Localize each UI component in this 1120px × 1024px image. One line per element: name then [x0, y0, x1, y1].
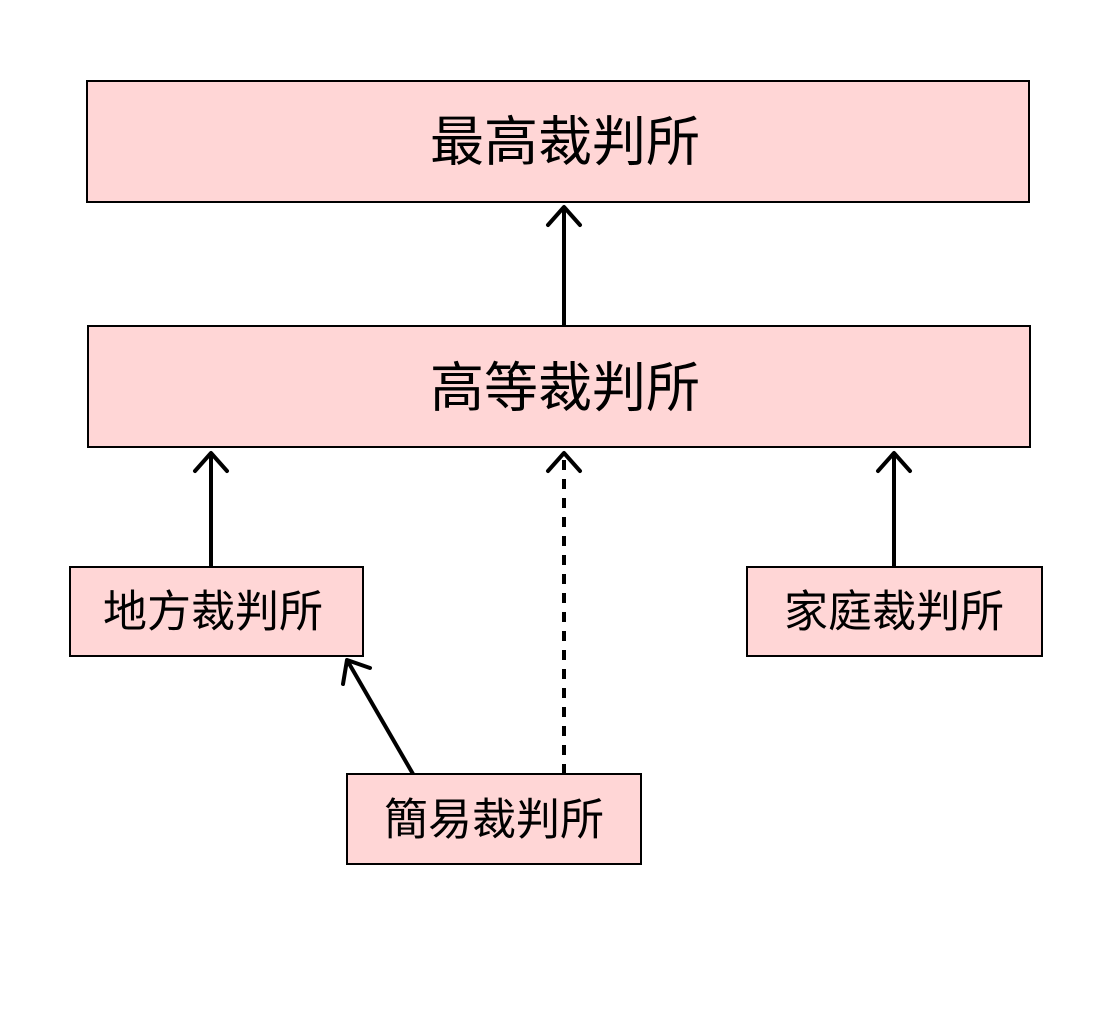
edge-summary-to-high [546, 451, 582, 774]
node-family-court-label: 家庭裁判所 [784, 587, 1004, 638]
node-high-court: 高等裁判所 [87, 325, 1031, 448]
node-district-court: 地方裁判所 [69, 566, 364, 657]
edge-district-to-high [193, 451, 229, 567]
node-high-court-label: 高等裁判所 [430, 357, 700, 420]
edge-summary-to-district [341, 658, 415, 776]
node-district-court-label: 地方裁判所 [103, 587, 323, 638]
edge-family-to-high [876, 451, 912, 567]
node-summary-court: 簡易裁判所 [346, 773, 642, 865]
node-summary-court-label: 簡易裁判所 [384, 795, 604, 846]
edge-high-to-supreme [546, 205, 582, 326]
node-supreme-court-label: 最高裁判所 [430, 111, 700, 174]
node-supreme-court: 最高裁判所 [86, 80, 1030, 203]
node-family-court: 家庭裁判所 [746, 566, 1043, 657]
